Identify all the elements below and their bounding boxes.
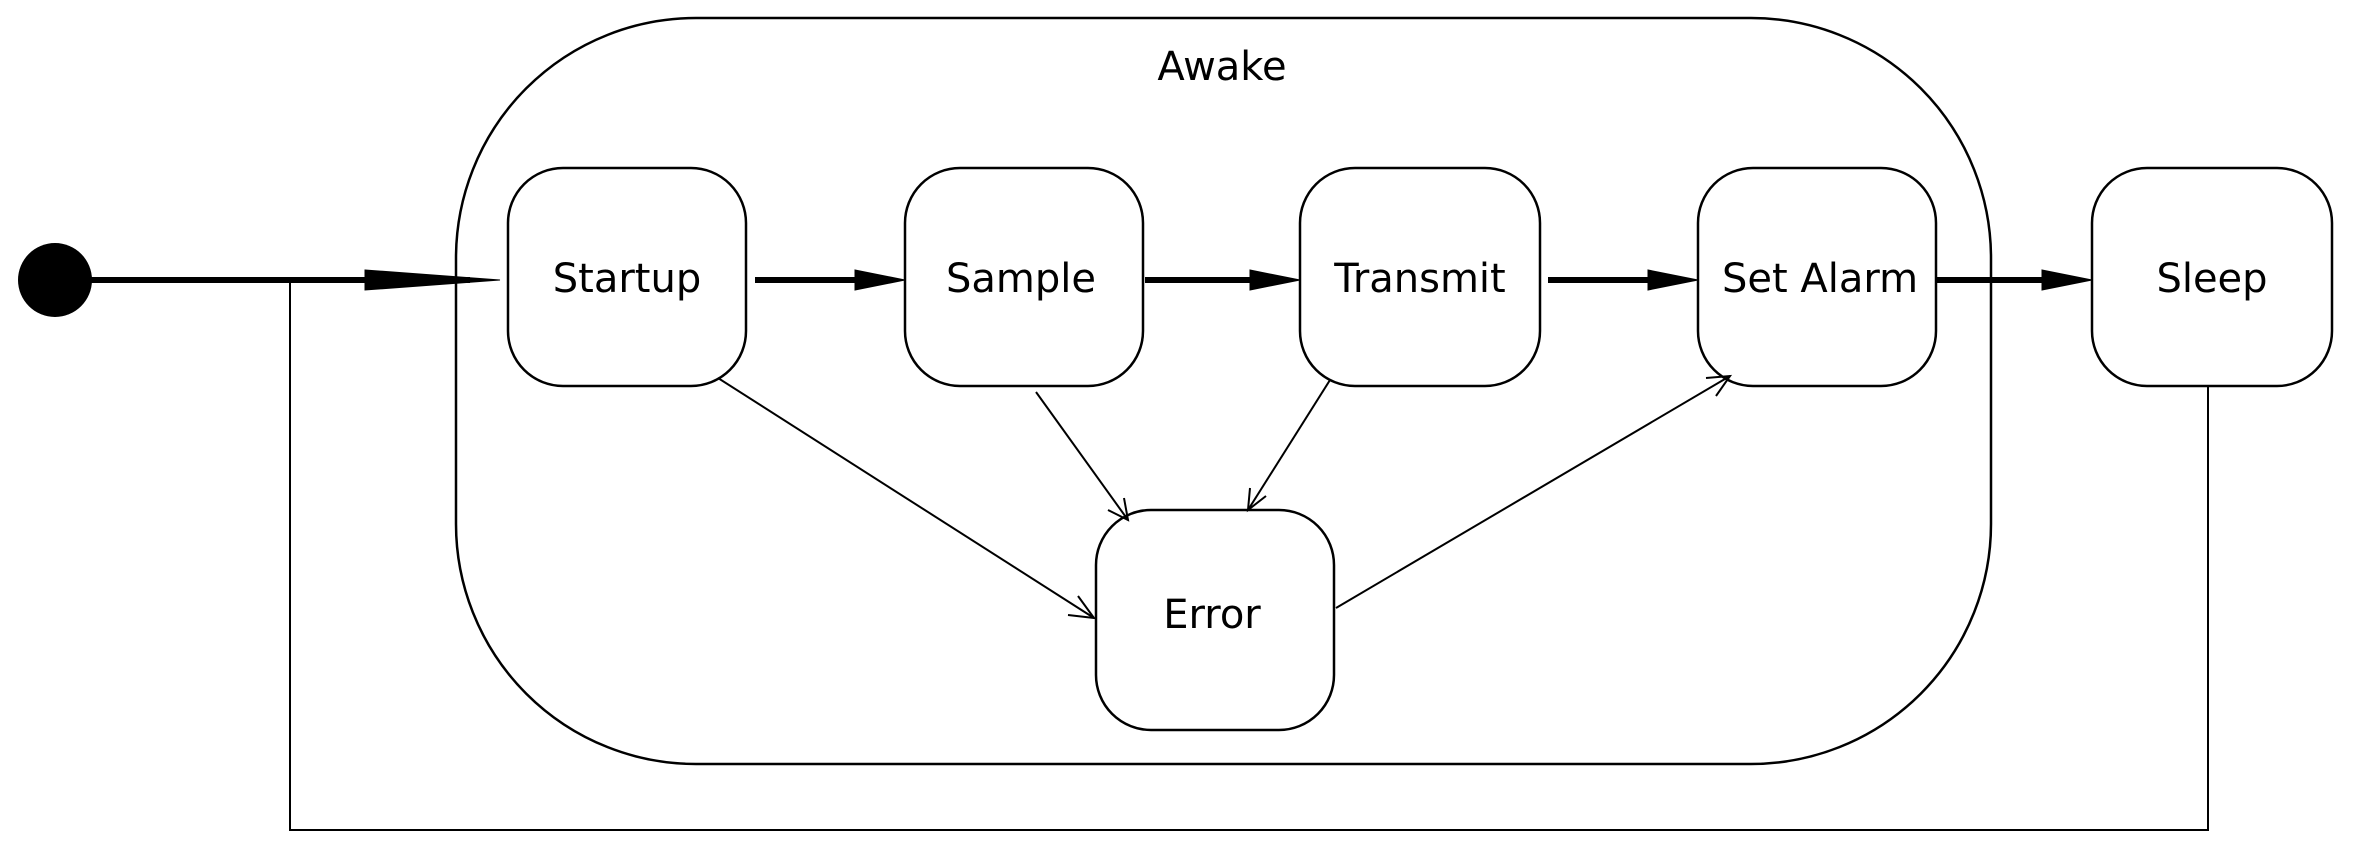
awake-label: Awake — [1157, 44, 1286, 90]
state-sleep: Sleep — [2090, 166, 2334, 388]
state-error-label: Error — [1163, 592, 1261, 638]
transition-initial-to-awake — [90, 269, 501, 291]
transition-sample-to-error — [1035, 391, 1130, 522]
state-set-alarm-label: Set Alarm — [1722, 256, 1918, 302]
transition-startup-to-error — [717, 377, 1097, 620]
state-error: Error — [1094, 508, 1336, 732]
transition-sleep-to-awake — [289, 282, 2209, 831]
transition-startup-to-sample — [755, 269, 906, 291]
transition-transmit-to-error — [1246, 379, 1331, 513]
transition-sample-to-transmit — [1145, 269, 1301, 291]
state-transmit-label: Transmit — [1333, 256, 1505, 302]
state-transmit: Transmit — [1298, 166, 1542, 388]
state-set-alarm: Set Alarm — [1696, 166, 1938, 388]
awake-composite-state — [454, 16, 1993, 766]
state-startup-label: Startup — [553, 256, 701, 302]
initial-state-dot — [18, 243, 92, 317]
state-sample-label: Sample — [946, 256, 1096, 302]
transition-transmit-to-set-alarm — [1548, 269, 1699, 291]
state-sample: Sample — [903, 166, 1145, 388]
transition-error-to-set-alarm — [1335, 374, 1733, 609]
state-sleep-label: Sleep — [2156, 256, 2267, 302]
state-startup: Startup — [506, 166, 748, 388]
transition-set-alarm-to-sleep — [1936, 269, 2093, 291]
